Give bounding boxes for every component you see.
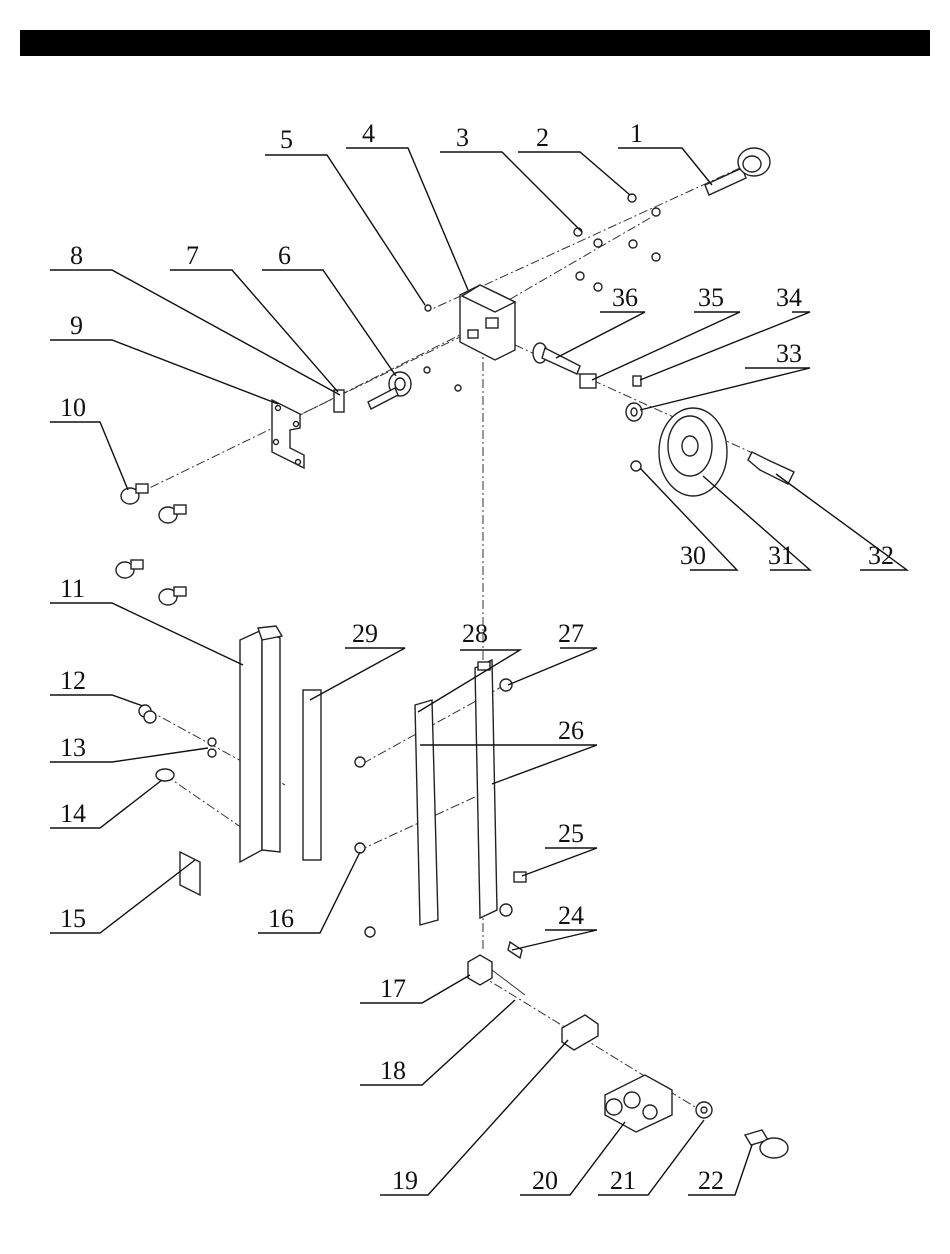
label-part-1: 1 <box>630 119 643 148</box>
label-part-26: 26 <box>558 716 584 745</box>
label-part-6: 6 <box>278 241 291 270</box>
label-part-35: 35 <box>698 283 724 312</box>
label-part-2: 2 <box>536 123 549 152</box>
label-part-8: 8 <box>70 241 83 270</box>
part-11-column-channel <box>240 626 282 862</box>
label-part-4: 4 <box>362 119 375 148</box>
label-part-36: 36 <box>612 283 638 312</box>
label-part-5: 5 <box>280 125 293 154</box>
part-31-handwheel <box>659 408 727 496</box>
label-part-34: 34 <box>776 283 802 312</box>
label-part-11: 11 <box>60 574 85 603</box>
label-part-3: 3 <box>456 123 469 152</box>
part-22-lock-knob <box>745 1130 788 1158</box>
label-part-22: 22 <box>698 1166 724 1195</box>
label-part-16: 16 <box>268 904 294 933</box>
part-28-rack-bar <box>415 700 438 925</box>
part-19-block <box>562 1015 598 1050</box>
label-part-28: 28 <box>462 619 488 648</box>
label-part-24: 24 <box>558 901 584 930</box>
part-6-pinion-gear <box>389 367 461 396</box>
part-9-bracket-plate <box>272 400 304 468</box>
part-26-column-post <box>475 660 497 918</box>
part-20-clamp-assembly <box>605 1075 672 1132</box>
label-part-9: 9 <box>70 311 83 340</box>
part-16-27-25-screws <box>355 679 526 937</box>
label-part-10: 10 <box>60 393 86 422</box>
label-part-27: 27 <box>558 619 584 648</box>
part-33-collar <box>626 403 642 421</box>
label-part-33: 33 <box>776 339 802 368</box>
label-part-30: 30 <box>680 541 706 570</box>
label-part-20: 20 <box>532 1166 558 1195</box>
label-part-17: 17 <box>380 974 406 1003</box>
part-7-shaft <box>368 388 398 409</box>
part-number-labels: 1 2 3 4 5 6 7 8 9 10 11 12 13 14 15 16 1… <box>60 119 894 1195</box>
part-17-18-24-coupling <box>468 942 525 995</box>
part-30-screw <box>631 461 641 471</box>
part-34-set-screw <box>633 376 641 386</box>
part-10-cap-screws <box>116 484 186 605</box>
part-4-gear-housing <box>425 285 515 360</box>
part-21-washer <box>696 1102 712 1118</box>
label-part-13: 13 <box>60 733 86 762</box>
part-35-bushing <box>580 374 596 388</box>
label-part-15: 15 <box>60 904 86 933</box>
part-32-handle-grip <box>748 452 794 484</box>
label-part-32: 32 <box>868 541 894 570</box>
label-part-31: 31 <box>768 541 794 570</box>
label-part-7: 7 <box>186 241 199 270</box>
label-part-19: 19 <box>392 1166 418 1195</box>
label-part-29: 29 <box>352 619 378 648</box>
part-1-hand-knob <box>705 148 770 195</box>
part-12-13-14-fasteners <box>139 705 216 781</box>
label-part-21: 21 <box>610 1166 636 1195</box>
small-screws-top <box>574 194 660 291</box>
label-part-25: 25 <box>558 819 584 848</box>
label-part-18: 18 <box>380 1056 406 1085</box>
label-part-12: 12 <box>60 666 86 695</box>
part-29-rack <box>303 690 321 860</box>
label-part-14: 14 <box>60 799 86 828</box>
part-15-label-plate <box>180 852 200 895</box>
